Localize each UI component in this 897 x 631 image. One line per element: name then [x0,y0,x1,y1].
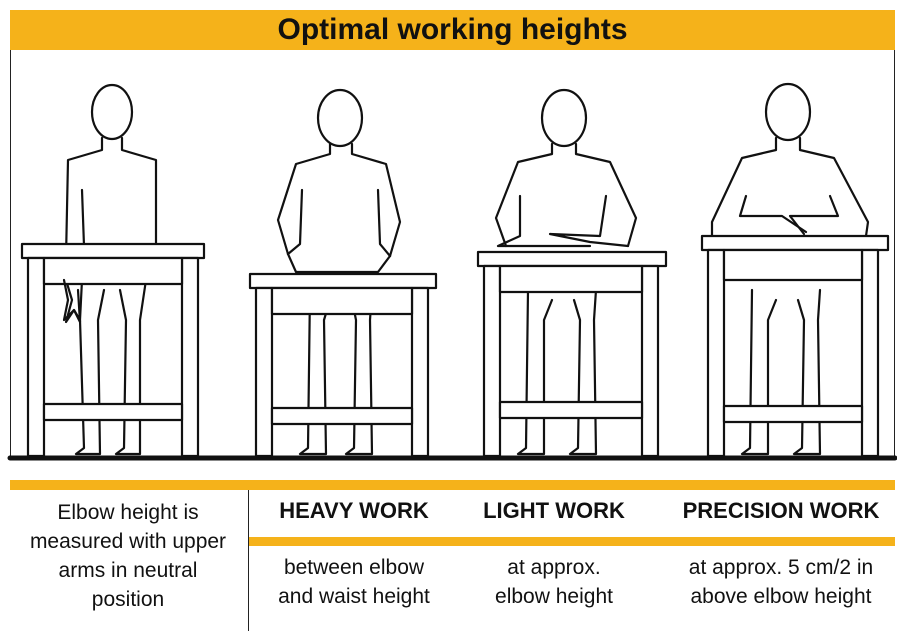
illustration-frame [10,50,895,460]
legend-middle-bar [248,537,895,546]
elbow-height-note: Elbow height is measured with upper arms… [29,501,227,611]
figure-precision-work [700,82,890,458]
legend-divider [248,490,249,631]
figure-light-work [476,88,668,458]
legend-table: Elbow height is measured with upper arms… [10,480,895,631]
legend-top-bar [10,480,895,490]
head-icon [316,88,364,148]
table-reference [20,242,206,458]
precision-work-header: PRECISION WORK [682,498,880,523]
precision-work-description: at approx. 5 cm/2 in above elbow height [688,556,874,608]
figure-heavy-work [248,88,438,458]
heavy-work-description: between elbow and waist height [278,556,430,608]
workstation-illustration [7,82,897,461]
light-work-header: LIGHT WORK [483,498,625,523]
head-icon [764,82,812,142]
head-icon [90,83,134,141]
figure-elbow-reference [20,83,206,458]
heavy-work-header: HEAVY WORK [279,498,429,523]
light-work-description: at approx. elbow height [495,556,613,608]
table-heavy [248,272,438,458]
title-banner: Optimal working heights [10,10,895,50]
table-precision [700,234,890,458]
head-icon [540,88,588,148]
page-title: Optimal working heights [277,13,628,46]
torso-outline [64,136,104,260]
table-light [476,250,668,458]
